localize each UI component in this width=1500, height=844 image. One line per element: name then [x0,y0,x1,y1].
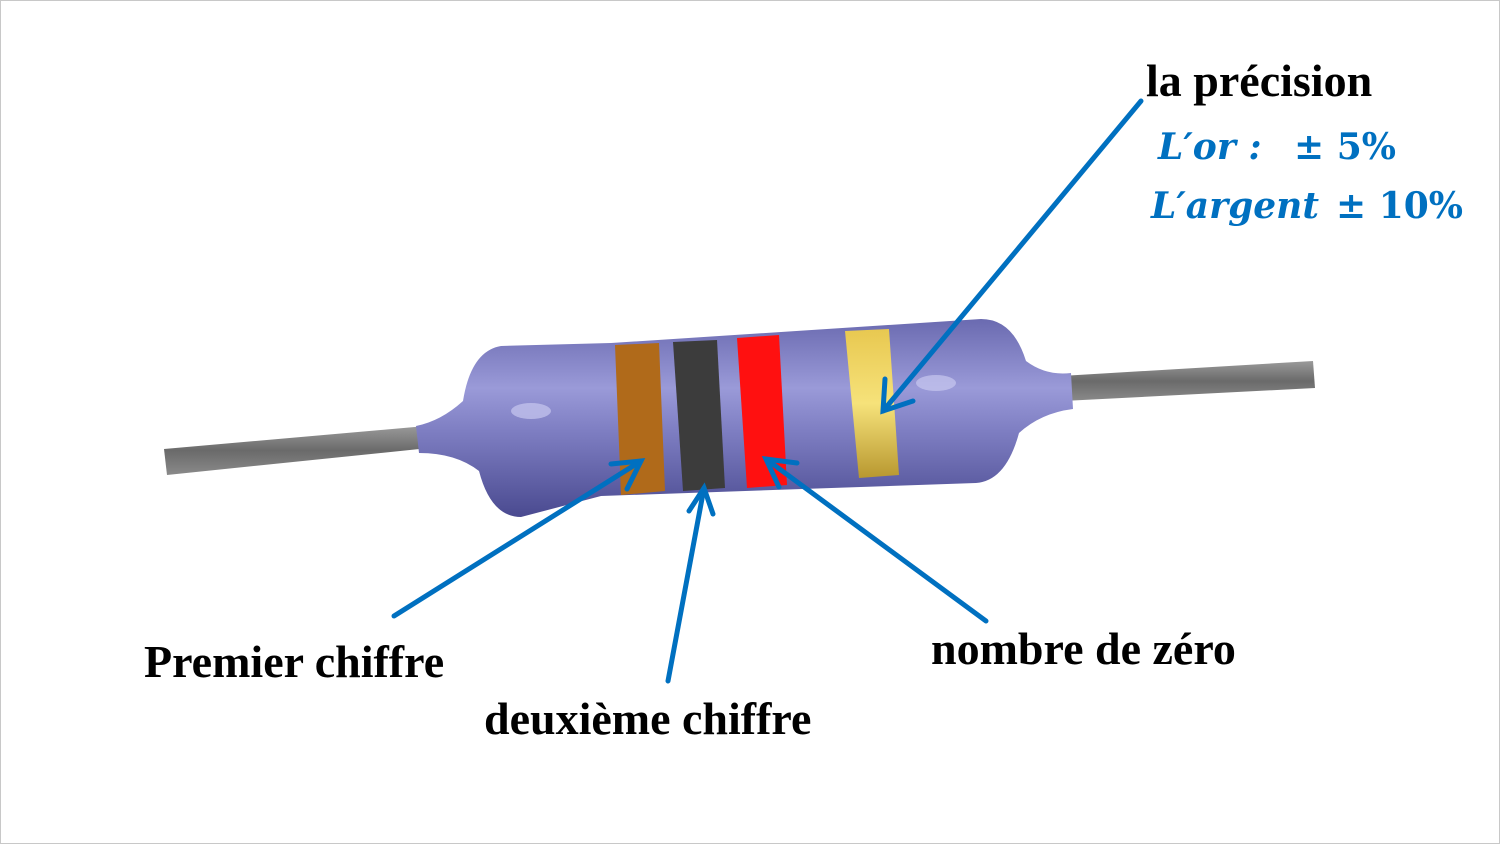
right-lead [1061,361,1315,401]
band-gold [845,329,899,478]
band-red [737,335,787,488]
gold-label: L′or : [1158,126,1262,168]
left-lead [164,426,429,475]
arrows [391,98,1144,684]
arrow-second-digit [665,485,707,684]
gold-tolerance: ± 5% [1294,126,1396,168]
arrow-first-digit [391,458,644,619]
band-black [673,340,725,491]
band-brown [615,343,665,495]
first-digit-label: Premier chiffre [144,636,445,687]
arrow-multiplier [763,456,989,624]
silver-tolerance: ± 10% [1336,185,1464,227]
second-digit-label: deuxième chiffre [484,693,812,744]
multiplier-label: nombre de zéro [931,623,1236,674]
arrow-precision [880,98,1144,414]
silver-label: L′argent [1151,185,1319,227]
precision-title: la précision [1146,55,1373,106]
